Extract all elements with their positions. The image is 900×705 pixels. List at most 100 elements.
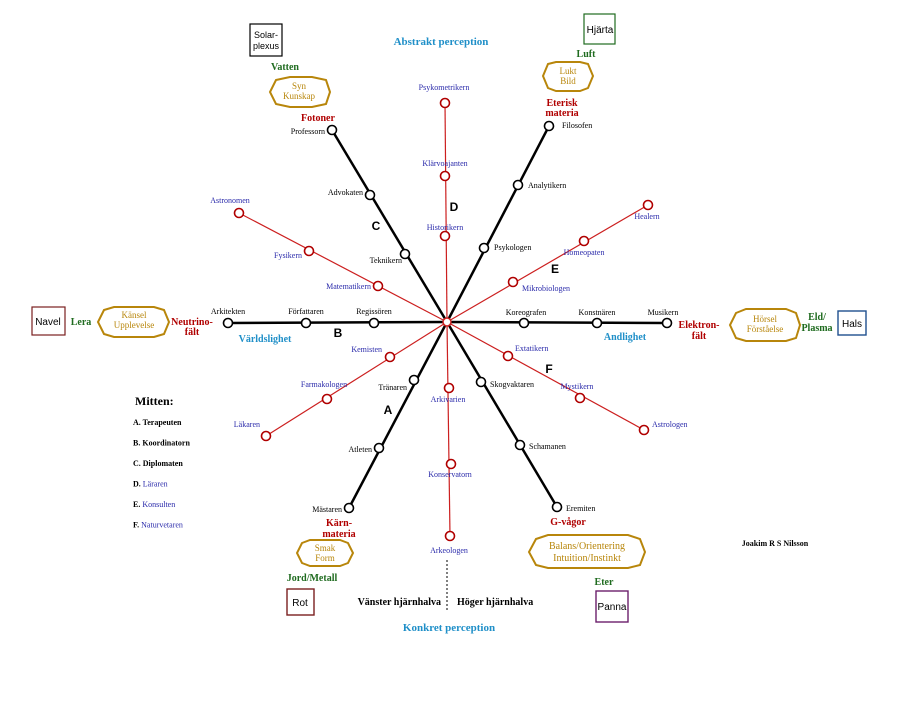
- node-sw-2: [373, 442, 385, 454]
- chakra-nw: Solar- plexus: [249, 23, 283, 57]
- sense-se-line1: Balans/Orientering: [549, 541, 625, 552]
- spoke-nodes: [222, 97, 673, 542]
- node-ene-2: [578, 235, 590, 247]
- spoke-line-wnw: [238, 212, 448, 323]
- sense-ne: Lukt Bild: [541, 61, 595, 92]
- chakra-sw-box: [286, 588, 315, 616]
- sense-w-line1: Känsel: [122, 310, 147, 320]
- chakra-se-label: Panna: [598, 602, 627, 613]
- node-label-se-2: Schamanen: [529, 442, 566, 451]
- node-nw-3: [399, 248, 411, 260]
- spoke-line-e: [446, 320, 668, 325]
- sense-se-hexagon: [527, 534, 647, 569]
- sense-se: Balans/Orientering Intuition/Instinkt: [527, 534, 647, 569]
- element-nw: Vatten: [271, 62, 299, 73]
- node-label-ne-2: Analytikern: [528, 181, 566, 190]
- legend-text: Terapeuten: [143, 418, 182, 427]
- node-s-1: [444, 530, 456, 542]
- sense-w-hexagon: [96, 306, 171, 338]
- legend-text: Konsulten: [142, 500, 175, 509]
- node-s-2: [445, 458, 457, 470]
- element-w: Lera: [71, 317, 92, 328]
- sector-letter-a: A: [384, 403, 393, 417]
- sector-letter-d: D: [450, 200, 459, 214]
- element-se: Eter: [595, 577, 614, 588]
- spoke-line-ne: [445, 125, 551, 323]
- node-label-wsw-1: Läkaren: [234, 420, 260, 429]
- node-label-sw-2: Atleten: [348, 445, 372, 454]
- legend-key: F.: [133, 521, 141, 530]
- node-label-e-2: Konstnären: [579, 308, 616, 317]
- legend-key: B.: [133, 439, 142, 448]
- node-ese-1: [638, 424, 650, 436]
- chakra-ne-box: [583, 13, 616, 45]
- node-label-se-1: Eremiten: [566, 504, 595, 513]
- spoke-line-s: [446, 321, 451, 537]
- sense-sw: Smak Form: [295, 539, 355, 567]
- node-label-nw-1: Professorn: [291, 127, 325, 136]
- field-w-line1: Neutrino-: [171, 317, 213, 328]
- sense-sw-line2: Form: [315, 553, 335, 563]
- node-label-ne-1: Filosofen: [562, 121, 592, 130]
- author-credit: Joakim R S Nilsson: [742, 539, 809, 548]
- spoke-line-n: [444, 102, 448, 323]
- black-spokes: [227, 125, 668, 509]
- side-label-right: Andlighet: [604, 332, 647, 343]
- node-label-ese-1: Astrologen: [652, 420, 688, 429]
- sector-letter-e: E: [551, 262, 559, 276]
- legend-item: A. Terapeuten: [133, 418, 182, 427]
- node-wsw-2: [321, 393, 333, 405]
- element-e-line2: Plasma: [801, 323, 832, 334]
- legend-item: D. Läraren: [133, 480, 168, 489]
- sense-nw-line2: Kunskap: [283, 91, 315, 101]
- node-w-3: [368, 317, 380, 329]
- legend-key: E.: [133, 500, 142, 509]
- node-label-wnw-1: Astronomen: [210, 196, 250, 205]
- node-wnw-3: [372, 280, 384, 292]
- node-s-3: [443, 382, 455, 394]
- legend-key: D.: [133, 480, 143, 489]
- legend-item: C. Diplomaten: [133, 459, 183, 468]
- node-label-s-3: Arkivarien: [431, 395, 466, 404]
- sense-ne-line1: Lukt: [560, 66, 577, 76]
- chakra-sw-label: Rot: [292, 598, 308, 609]
- node-label-s-2: Konservatorn: [428, 470, 472, 479]
- field-e-line1: Elektron-: [679, 320, 720, 331]
- node-label-w-2: Författaren: [288, 307, 324, 316]
- node-label-ne-3: Psykologen: [494, 243, 531, 252]
- legend-text: Koordinatorn: [142, 439, 190, 448]
- node-label-nw-2: Advokaten: [328, 188, 363, 197]
- sense-w: Känsel Upplevelse: [96, 306, 171, 338]
- field-ne-line1: Eterisk: [546, 98, 578, 109]
- spoke-line-nw: [330, 129, 449, 323]
- element-sw: Jord/Metall: [287, 573, 338, 584]
- field-w: Neutrino- fält: [171, 317, 213, 338]
- sense-e-line1: Hörsel: [753, 314, 777, 324]
- node-label-n-1: Psykometrikern: [419, 83, 470, 92]
- node-sw-3: [408, 374, 420, 386]
- node-label-e-1: Musikern: [648, 308, 679, 317]
- node-ese-3: [502, 350, 514, 362]
- sense-se-line2: Intuition/Instinkt: [553, 553, 621, 564]
- sense-nw: Syn Kunskap: [268, 76, 332, 108]
- node-label-e-3: Koreografen: [506, 308, 546, 317]
- sense-sw-hexagon: [295, 539, 355, 567]
- spoke-line-wsw: [265, 321, 448, 437]
- legend-item: E. Konsulten: [133, 500, 175, 509]
- sense-e: Hörsel Förståelse: [728, 308, 802, 342]
- node-label-sw-3: Tränaren: [378, 383, 407, 392]
- element-ne: Luft: [577, 49, 597, 60]
- field-se: G-vågor: [550, 517, 586, 528]
- chakra-w-label: Navel: [35, 317, 61, 328]
- spoke-line-ene: [446, 204, 649, 323]
- legend-text: Läraren: [143, 480, 168, 489]
- node-w-2: [300, 317, 312, 329]
- node-ne-1: [543, 120, 555, 132]
- sense-ne-hexagon: [541, 61, 595, 92]
- node-ne-3: [478, 242, 490, 254]
- field-ne: Eterisk materia: [545, 98, 578, 119]
- node-label-w-1: Arkitekten: [211, 307, 245, 316]
- node-e-1: [661, 317, 673, 329]
